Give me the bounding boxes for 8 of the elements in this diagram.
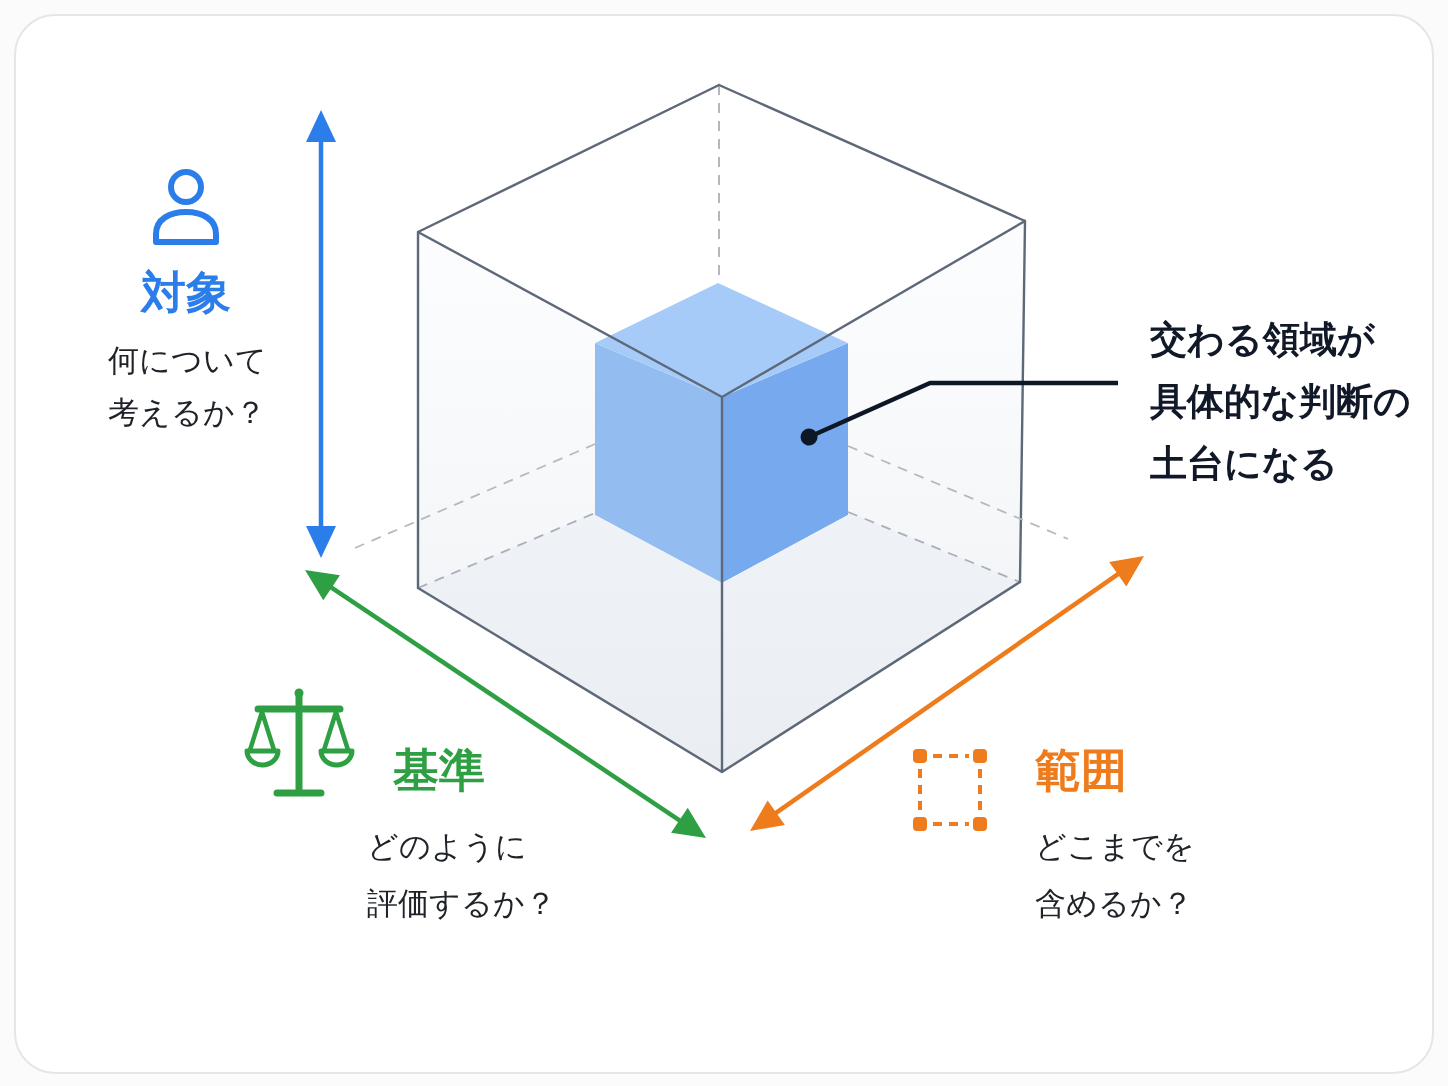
question-text: どこまでを含めるか？: [1035, 827, 1196, 923]
heading: 基準: [393, 747, 486, 793]
callout-text: 交わる領域が具体的な判断の土台になる: [1150, 317, 1412, 487]
question-text: 何について考えるか？: [108, 341, 268, 432]
heading: 対象: [139, 270, 232, 316]
leader-line: [800, 380, 1118, 446]
heading: 範囲: [1035, 747, 1128, 793]
question-text: どのように評価するか？: [367, 827, 557, 923]
